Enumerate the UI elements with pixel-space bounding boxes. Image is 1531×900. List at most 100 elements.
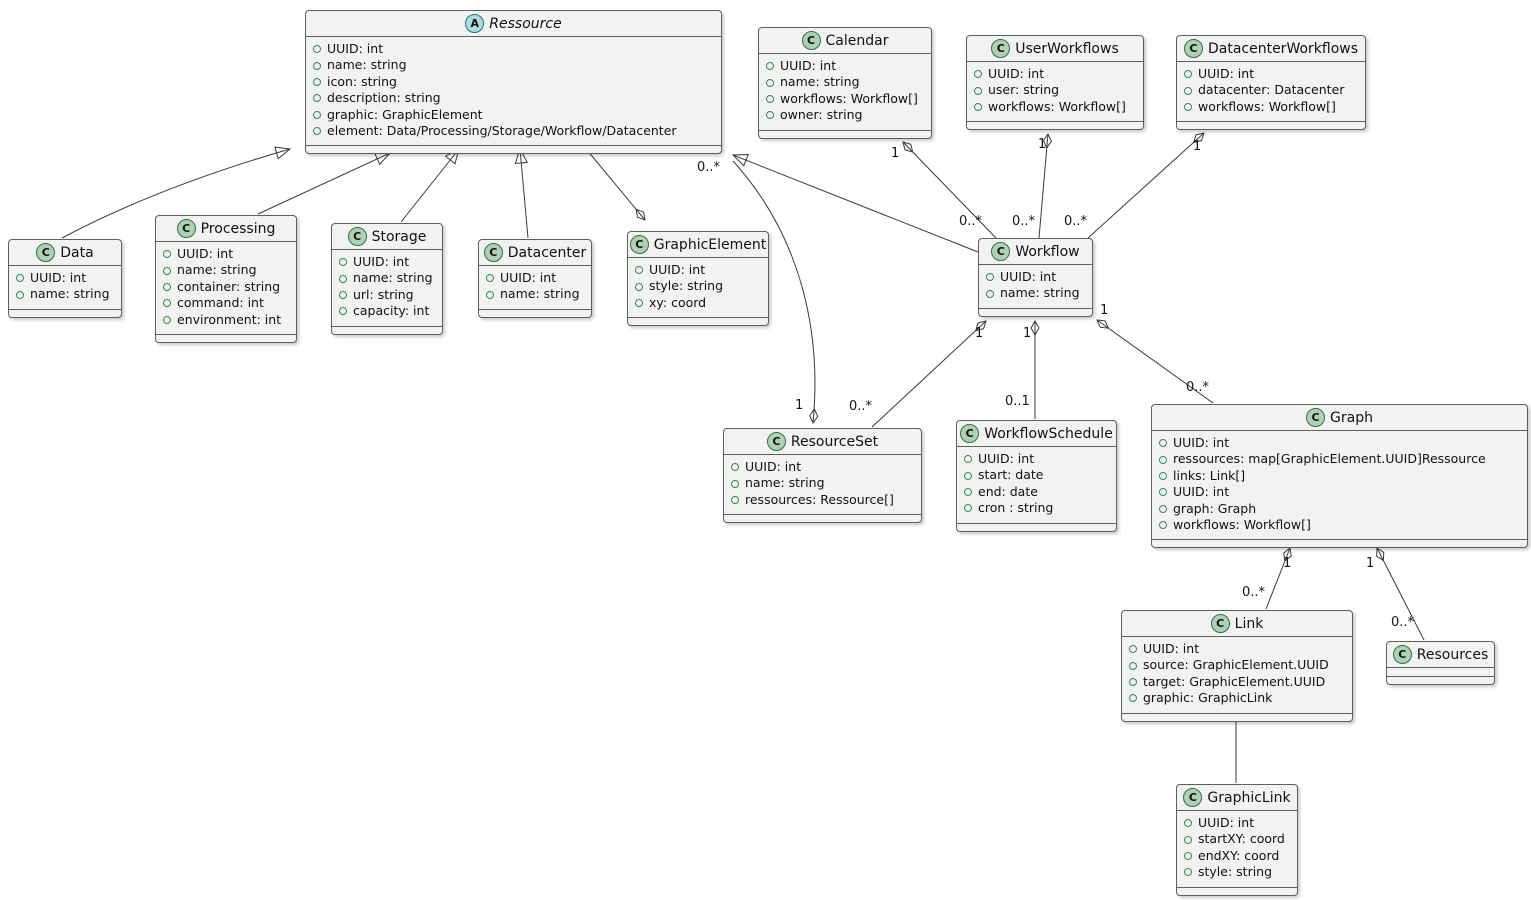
- attribute-list: UUID: int name: string container: string…: [156, 242, 296, 334]
- attribute-row: style: string: [635, 278, 761, 294]
- class-header-storage: C Storage: [332, 224, 442, 250]
- methods-compartment: [1152, 539, 1527, 547]
- field-icon: [635, 299, 643, 308]
- attribute-row: source: GraphicElement.UUID: [1129, 657, 1345, 673]
- field-icon: [1184, 70, 1192, 79]
- class-box-graphiclink: C GraphicLink UUID: int startXY: coord e…: [1176, 784, 1298, 896]
- class-name: GraphicElement: [653, 236, 767, 253]
- class-name: ResourceSet: [790, 433, 879, 450]
- attribute-list: UUID: int style: string xy: coord: [628, 258, 768, 317]
- edge-ressource-graphicelement-aggregation: [581, 143, 646, 221]
- methods-compartment: [628, 317, 768, 325]
- attribute-text: UUID: int: [1000, 269, 1057, 284]
- class-box-workflowschedule: C WorkflowSchedule UUID: int start: date…: [956, 420, 1117, 532]
- attribute-text: workflows: Workflow[]: [1173, 517, 1311, 533]
- class-name: Storage: [371, 228, 427, 245]
- attribute-text: workflows: Workflow[]: [988, 98, 1126, 114]
- class-box-resourceset: C ResourceSet UUID: int name: string res…: [723, 428, 922, 524]
- attribute-text: UUID: int: [1143, 641, 1200, 656]
- attribute-row: description: string: [313, 90, 714, 106]
- field-icon: [1159, 455, 1167, 464]
- attribute-row: name: string: [313, 57, 714, 73]
- attribute-row: name: string: [766, 74, 924, 90]
- edge-storage-extends-ressource: [400, 149, 459, 223]
- multiplicity-label: 0..*: [1186, 380, 1210, 395]
- field-icon: [1159, 488, 1167, 497]
- class-box-ressource: A Ressource UUID: int name: string icon:…: [305, 10, 722, 155]
- field-icon: [339, 274, 347, 283]
- attribute-row: endXY: coord: [1184, 848, 1290, 864]
- class-header-datacenterworkflows: C DatacenterWorkflows: [1177, 36, 1365, 62]
- field-icon: [766, 78, 774, 87]
- attribute-row: name: string: [986, 285, 1085, 301]
- field-icon: [964, 455, 972, 464]
- attribute-row: element: Data/Processing/Storage/Workflo…: [313, 123, 714, 139]
- class-name: Processing: [200, 220, 276, 237]
- attribute-row: UUID: int: [1159, 435, 1520, 451]
- class-name: Workflow: [1015, 243, 1080, 260]
- multiplicity-label: 1: [891, 146, 900, 161]
- attribute-text: container: string: [177, 278, 281, 294]
- field-icon: [486, 290, 494, 299]
- class-box-datacenterworkflows: C DatacenterWorkflows UUID: int datacent…: [1176, 35, 1366, 131]
- class-icon: C: [1183, 39, 1203, 58]
- attribute-text: graph: Graph: [1173, 500, 1257, 516]
- multiplicity-label: 1: [795, 398, 804, 413]
- field-icon: [339, 307, 347, 316]
- field-icon: [163, 283, 171, 292]
- multiplicity-label: 1: [1366, 556, 1375, 571]
- attribute-text: workflows: Workflow[]: [780, 90, 918, 106]
- attribute-text: ressources: map[GraphicElement.UUID]Ress…: [1173, 451, 1486, 467]
- attribute-row: user: string: [974, 82, 1136, 98]
- field-icon: [974, 103, 982, 112]
- attribute-text: UUID: int: [1198, 66, 1255, 81]
- class-box-graph: C Graph UUID: int ressources: map[Graphi…: [1151, 404, 1528, 549]
- attribute-text: end: date: [978, 483, 1038, 499]
- methods-compartment: [957, 522, 1116, 531]
- attribute-text: UUID: int: [978, 451, 1035, 466]
- attribute-list: UUID: int startXY: coord endXY: coord st…: [1177, 811, 1297, 887]
- class-header-resources: C Resources: [1387, 642, 1494, 668]
- attribute-list: UUID: int ressources: map[GraphicElement…: [1152, 431, 1527, 539]
- multiplicity-label: 0..*: [1064, 214, 1088, 229]
- attribute-text: name: string: [327, 57, 407, 73]
- field-icon: [1129, 661, 1137, 670]
- attribute-text: ressources: Ressource[]: [745, 491, 894, 507]
- methods-compartment: [724, 514, 921, 522]
- multiplicity-label: 0..*: [849, 399, 873, 414]
- attribute-row: UUID: int: [964, 451, 1109, 467]
- attribute-text: startXY: coord: [1198, 831, 1285, 847]
- field-icon: [1159, 472, 1167, 481]
- field-icon: [1159, 521, 1167, 530]
- class-box-userworkflows: C UserWorkflows UUID: int user: string w…: [966, 35, 1144, 131]
- attribute-row: capacity: int: [339, 303, 435, 319]
- attribute-row: name: string: [16, 286, 114, 302]
- methods-compartment: [1122, 712, 1352, 721]
- attribute-text: endXY: coord: [1198, 847, 1280, 863]
- edge-workflow-resourceset-aggregation: [871, 320, 987, 428]
- attribute-list: UUID: int name: string url: string capac…: [332, 250, 442, 326]
- field-icon: [16, 290, 24, 299]
- attribute-row: name: string: [163, 262, 289, 278]
- class-header-workflowschedule: C WorkflowSchedule: [957, 421, 1116, 447]
- class-icon: C: [991, 39, 1011, 58]
- edge-graph-link-aggregation: [1265, 547, 1292, 610]
- attribute-text: target: GraphicElement.UUID: [1143, 673, 1326, 689]
- class-icon: C: [347, 227, 367, 246]
- class-header-calendar: C Calendar: [759, 28, 931, 54]
- class-name: Datacenter: [507, 244, 587, 261]
- multiplicity-label: 1: [1038, 137, 1047, 152]
- field-icon: [1129, 678, 1137, 687]
- attribute-text: user: string: [988, 82, 1060, 98]
- class-box-storage: C Storage UUID: int name: string url: st…: [331, 223, 443, 335]
- attribute-list: UUID: int name: string: [9, 266, 121, 309]
- attribute-row: graph: Graph: [1159, 501, 1520, 517]
- attribute-text: capacity: int: [353, 303, 430, 319]
- field-icon: [766, 95, 774, 104]
- methods-compartment: [967, 121, 1143, 129]
- edge-data-extends-ressource: [61, 149, 290, 239]
- edge-graph-resources-aggregation: [1376, 547, 1425, 641]
- attribute-text: environment: int: [177, 311, 282, 327]
- attribute-text: command: int: [177, 295, 264, 311]
- attribute-text: style: string: [1198, 864, 1273, 880]
